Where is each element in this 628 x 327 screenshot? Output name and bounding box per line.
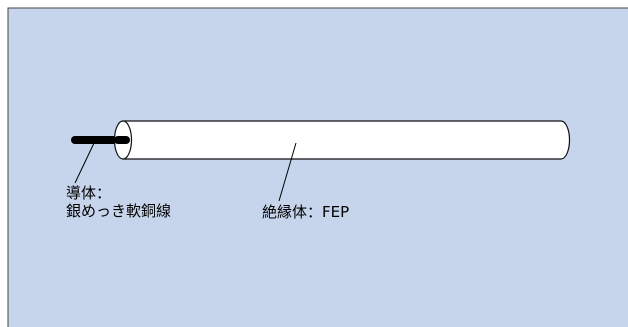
insulation-label: 絶縁体：FEP (262, 203, 350, 221)
diagram-background-fill (8, 8, 628, 327)
conductor-leader-line (74, 140, 96, 184)
conductor-label-line2: 銀めっき軟銅線 (66, 202, 172, 220)
diagram-background (7, 7, 628, 327)
conductor-label: 導体： 銀めっき軟銅線 (66, 184, 171, 220)
conductor-label-line1: 導体： (66, 184, 112, 202)
insulation-leader-line (278, 142, 297, 202)
insulation-body (122, 120, 571, 160)
